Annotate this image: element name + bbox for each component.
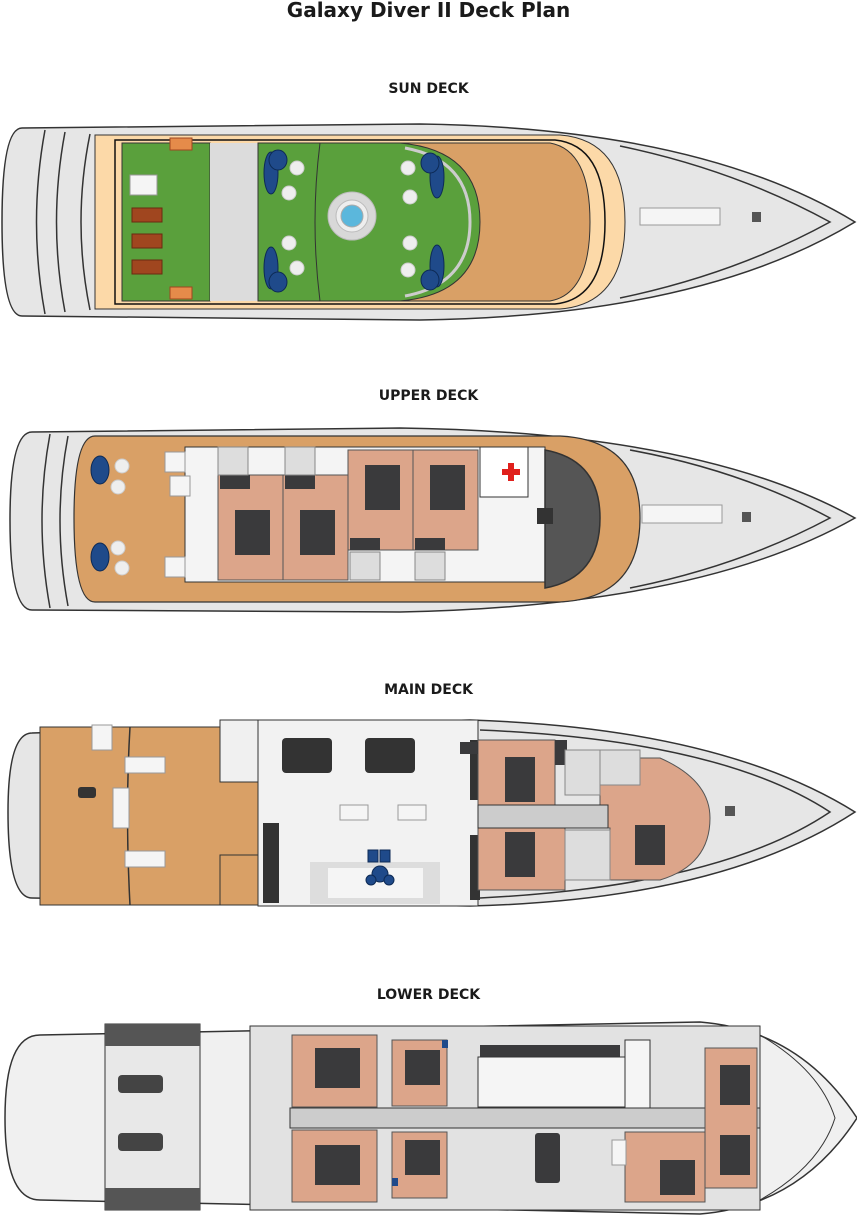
sun-deck-label: SUN DECK [388,81,469,97]
upper-deck-label: UPPER DECK [378,388,479,404]
main-deck-label: MAIN DECK [384,682,473,698]
upper-deck-plan [9,427,857,613]
main-deck-plan [7,719,857,907]
page-title: Galaxy Diver II Deck Plan [286,0,571,22]
sun-deck-plan [1,123,857,321]
lower-deck-plan [4,1021,857,1215]
first-aid-icon [502,463,520,481]
lower-deck-label: LOWER DECK [376,987,481,1003]
